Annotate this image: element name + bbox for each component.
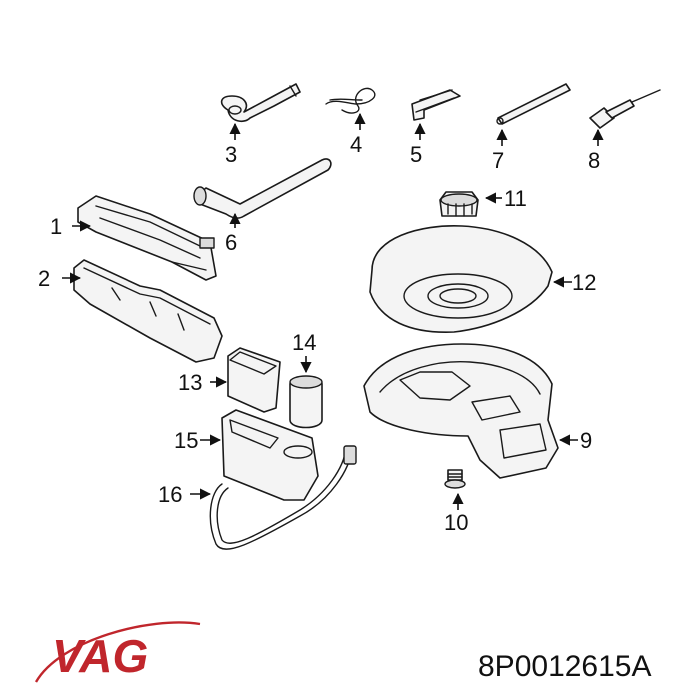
part-6-crank-handle [193, 158, 332, 219]
callout-3: 3 [225, 142, 237, 167]
callout-5: 5 [410, 142, 422, 167]
logo-text: VAG [52, 630, 148, 682]
callout-15: 15 [174, 428, 198, 453]
part-3-towing-eye [220, 83, 301, 123]
callout-4: 4 [350, 132, 362, 157]
part-11-center-nut [439, 191, 479, 217]
part-14-canister [289, 375, 323, 429]
callout-8: 8 [588, 148, 600, 173]
part-1-car-jack [77, 195, 217, 281]
part-15-tool-holder [221, 409, 319, 501]
part-7-rod [496, 83, 571, 125]
callout-9: 9 [580, 428, 592, 453]
part-2-foam-insert [73, 259, 223, 363]
part-9-storage-tray [363, 343, 559, 479]
callout-11: 11 [504, 186, 527, 211]
part-number: 8P0012615A [478, 650, 652, 683]
callout-6: 6 [225, 230, 237, 255]
callout-13: 13 [178, 370, 202, 395]
part-8-screwdriver [589, 89, 661, 129]
vag-logo: VAG [34, 621, 201, 683]
part-5-bracket [411, 89, 461, 121]
part-4-spring-clip [325, 87, 376, 114]
callout-12: 12 [572, 270, 596, 295]
callout-2: 2 [38, 266, 50, 291]
part-10-bolt [444, 469, 466, 489]
callout-10: 10 [444, 510, 468, 535]
part-13-compressor-box [227, 347, 281, 413]
callout-16: 16 [158, 482, 182, 507]
callout-14: 14 [292, 330, 316, 355]
callout-7: 7 [492, 148, 504, 173]
callout-1: 1 [50, 214, 62, 239]
part-12-cover-disc [369, 225, 553, 333]
part-16-strap [209, 445, 357, 550]
